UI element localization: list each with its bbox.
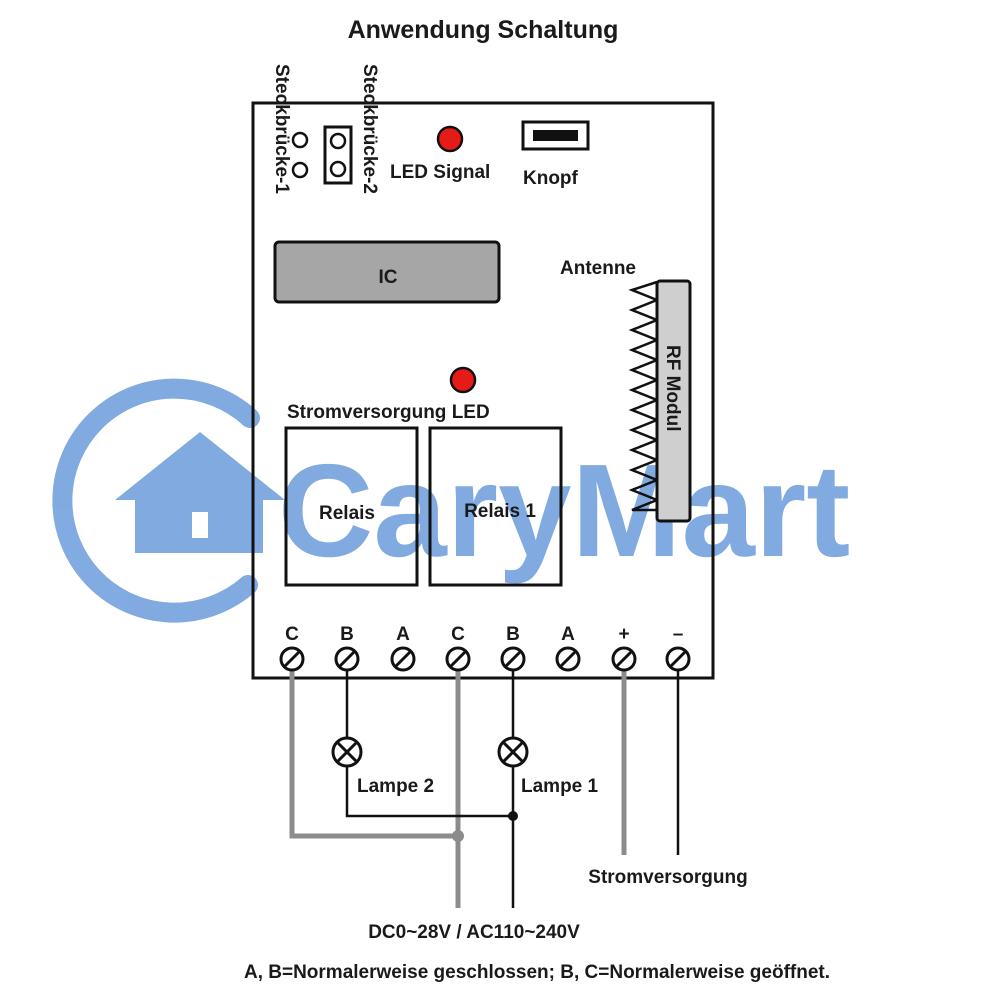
black-wires [345,660,680,908]
signal-led-label: LED Signal [390,162,490,183]
screw-terminal-c1 [279,646,305,672]
watermark-swoosh [52,378,260,623]
voltage-label: DC0~28V / AC110~240V [368,922,580,943]
antenna-label: Antenne [560,258,636,279]
rf-module-label: RF Modul [662,345,683,432]
relay-left [284,426,419,587]
terminal-label-a2: A [561,624,575,645]
diagram-title: Anwendung Schaltung [348,16,619,44]
watermark-text: CaryMart [278,437,850,584]
lamp-1-icon [497,736,529,768]
junction-black [508,811,518,821]
screw-terminal-plus [611,646,637,672]
wire-lamp2-to-common [345,766,513,818]
terminal-label-c2: C [451,624,465,645]
terminal-label-a1: A [396,624,410,645]
terminal-label-minus: – [673,624,684,645]
terminal-label-c1: C [285,624,299,645]
receiver-board [251,101,715,680]
carymart-watermark: CaryMart [52,378,850,623]
terminal-labels: C B A C B A + – [285,624,683,645]
junction-gray [452,830,464,842]
jumper-2-label: Steckbrücke-2 [359,64,380,194]
screw-terminal-a2 [555,646,581,672]
gray-wires [289,660,627,908]
screw-terminals [279,646,691,672]
jumper-1 [291,131,309,179]
lamp-2-icon [331,736,363,768]
jumper-2 [323,125,353,185]
relay-right-label: Relais 1 [464,501,536,522]
power-led [449,366,477,394]
relay-left-label: Relais [319,503,375,524]
terminal-label-b1: B [340,624,354,645]
screw-terminal-b2 [500,646,526,672]
lamp-2-label: Lampe 2 [357,776,434,797]
relay-right [428,426,563,587]
power-led-label: Stromversorgung LED [287,402,490,423]
power-supply-label: Stromversorgung [588,867,747,888]
screw-terminal-minus [665,646,691,672]
terminal-label-b2: B [506,624,520,645]
screw-terminal-b1 [334,646,360,672]
screw-terminal-c2 [445,646,471,672]
push-button-label: Knopf [523,168,579,189]
house-icon [115,432,285,553]
ic-label: IC [379,267,398,288]
screw-terminal-a1 [390,646,416,672]
lamp-1-label: Lampe 1 [521,776,599,797]
ic-chip [273,240,501,304]
wire-c1-to-common [289,660,458,839]
footnote: A, B=Normalerweise geschlossen; B, C=Nor… [244,962,830,983]
jumper-1-label: Steckbrücke-1 [271,64,292,194]
push-button [521,120,590,151]
signal-led [436,125,464,153]
terminal-label-plus: + [618,624,629,645]
rf-module [655,279,692,523]
